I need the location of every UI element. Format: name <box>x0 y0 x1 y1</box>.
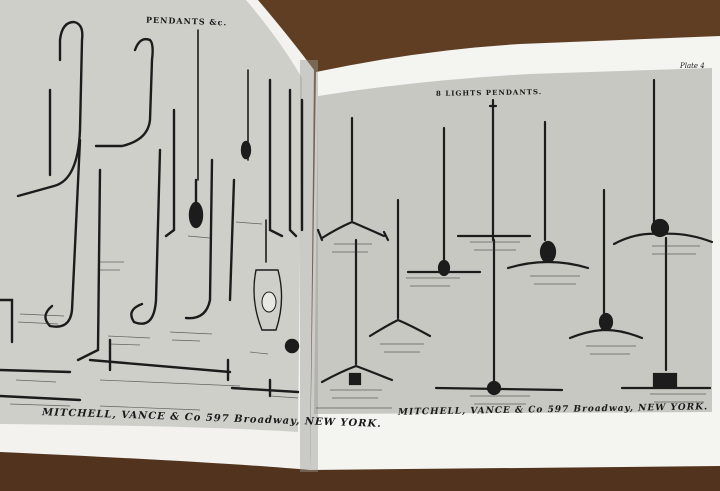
right-page-header: 8 LIGHTS PENDANTS. <box>435 87 543 98</box>
left-fixtures <box>0 20 304 402</box>
plate-number: Plate 4 <box>680 62 705 70</box>
right-plate <box>314 68 712 414</box>
right-chandeliers <box>316 78 714 396</box>
right-caption-lines <box>316 241 706 409</box>
left-plate <box>0 0 302 432</box>
left-caption-lines <box>9 221 299 411</box>
book-gutter <box>300 60 318 472</box>
